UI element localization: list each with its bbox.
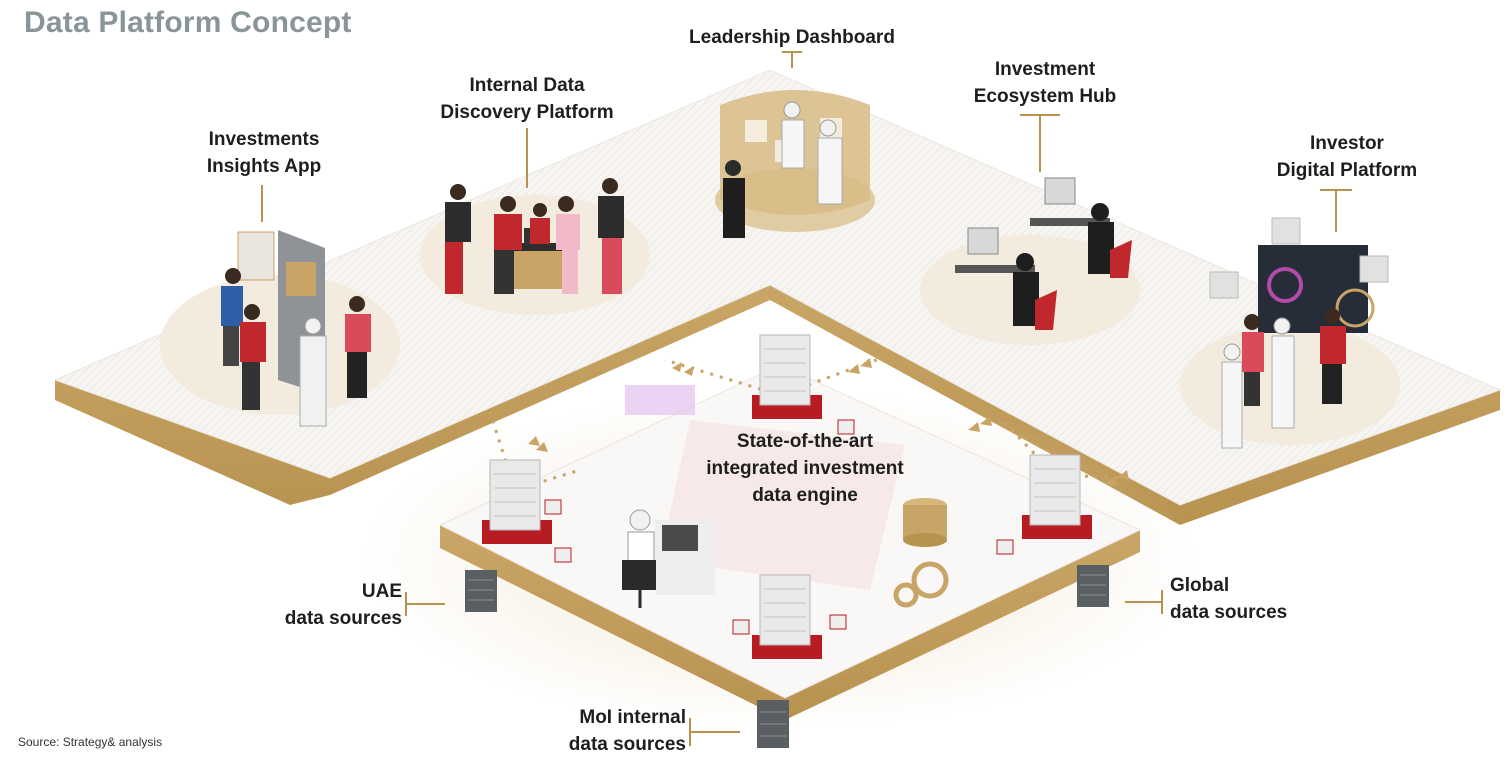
data-source-servers [465, 565, 1109, 748]
label-line: Investor [1310, 133, 1384, 154]
database-icon [903, 498, 947, 547]
label-line: UAE [361, 581, 402, 602]
label-line: data sources [568, 734, 686, 755]
page-title: Data Platform Concept [24, 6, 352, 39]
global-data-sources-label: Global data sources [1170, 572, 1330, 626]
engine-platform [360, 364, 1200, 730]
label-line: Investments [208, 129, 320, 150]
discovery-scene [420, 178, 650, 315]
label-line: integrated investment [706, 458, 904, 479]
label-line: Ecosystem Hub [973, 86, 1117, 107]
label-line: Discovery Platform [440, 102, 614, 123]
investment-ecosystem-hub-label: Investment Ecosystem Hub [950, 56, 1140, 110]
label-line: State-of-the-art [736, 431, 874, 452]
source-footnote: Source: Strategy& analysis [18, 735, 163, 749]
moi-internal-data-sources-label: MoI internal data sources [530, 704, 686, 758]
uae-data-sources-label: UAE data sources [250, 578, 402, 632]
insights-app-scene [160, 230, 400, 427]
label-line: data sources [1170, 602, 1288, 623]
gears-icon [893, 561, 949, 608]
label-line: Global [1170, 575, 1230, 596]
label-line: Investment [994, 59, 1096, 80]
internal-data-discovery-label: Internal Data Discovery Platform [420, 72, 634, 126]
investments-insights-app-label: Investments Insights App [184, 126, 344, 180]
label-leader-lines [261, 51, 1352, 746]
leadership-scene [715, 90, 875, 238]
investor-digital-platform-label: Investor Digital Platform [1262, 130, 1432, 184]
investor-scene [1180, 217, 1400, 449]
label-line: Digital Platform [1276, 160, 1418, 181]
server-icons [482, 334, 1092, 659]
upper-platform [53, 69, 1502, 525]
leadership-dashboard-label: Leadership Dashboard [662, 24, 922, 51]
data-boxes [544, 419, 1014, 635]
label-line: Insights App [206, 156, 322, 177]
label-line: Leadership Dashboard [689, 27, 895, 48]
label-line: data engine [752, 485, 858, 506]
label-line: Internal Data [469, 75, 585, 96]
flow-arrows [528, 358, 1129, 486]
ecosystem-scene [920, 177, 1140, 345]
analyst-figure [622, 509, 715, 608]
data-engine-label: State-of-the-art integrated investment d… [650, 428, 960, 509]
label-line: data sources [284, 608, 402, 629]
label-line: MoI internal [579, 707, 686, 728]
